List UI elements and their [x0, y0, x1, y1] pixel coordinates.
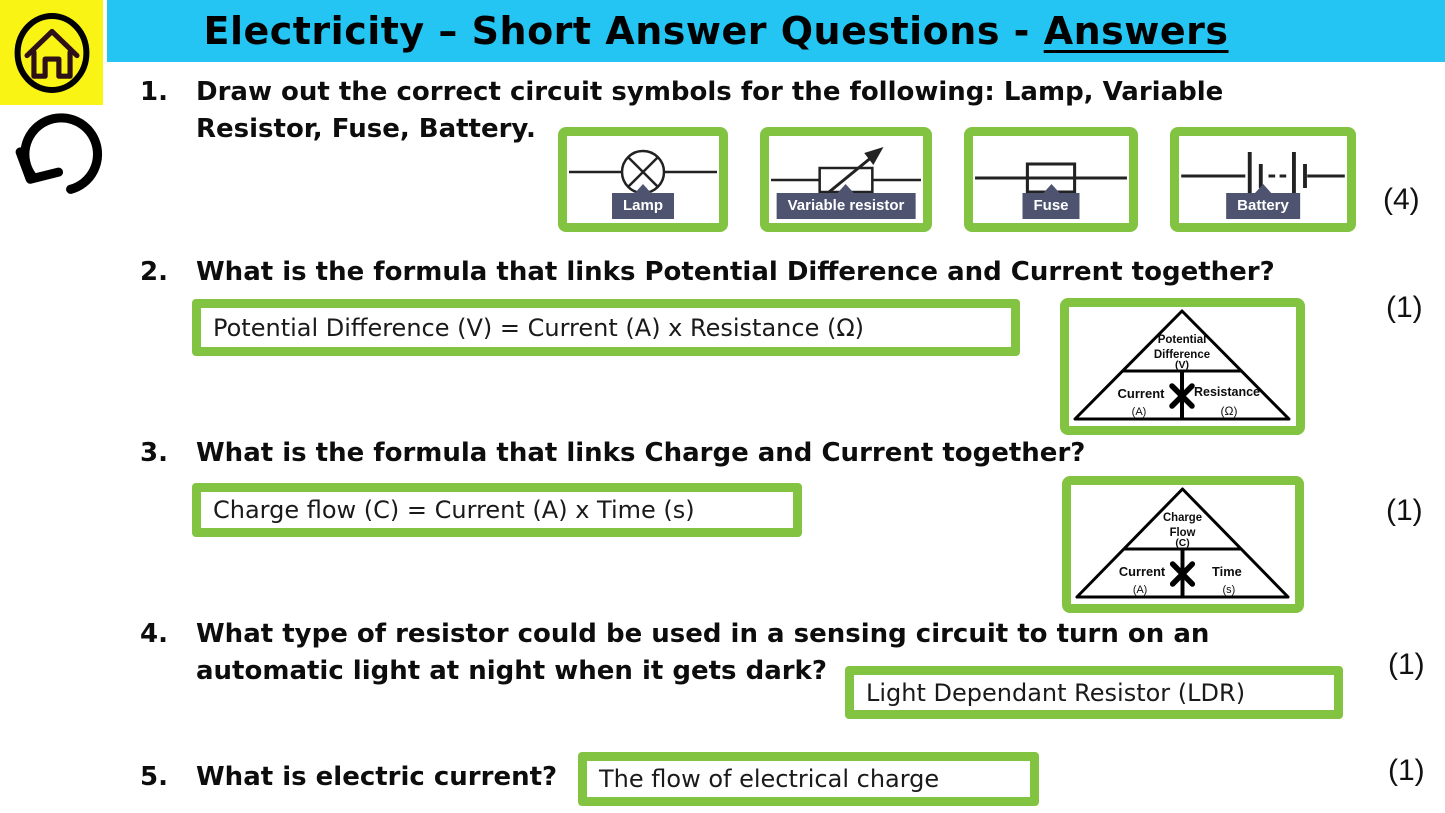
question-4-text: What type of resistor could be used in a…: [196, 616, 1209, 690]
question-4-answer: Light Dependant Resistor (LDR): [866, 678, 1246, 707]
fuse-label: Fuse: [1022, 184, 1080, 219]
question-4-line-2: automatic light at night when it gets da…: [196, 656, 827, 686]
triangle-2-right-unit: (s): [1223, 584, 1236, 596]
question-1-line-1: Draw out the correct circuit symbols for…: [196, 77, 1224, 107]
back-button[interactable]: [6, 108, 112, 204]
question-5-answer: The flow of electrical charge: [599, 765, 940, 793]
home-button[interactable]: [0, 0, 103, 105]
question-1-marks: (4): [1383, 183, 1420, 216]
question-5-answer-box: The flow of electrical charge: [578, 752, 1039, 806]
question-5-marks: (1): [1388, 754, 1425, 787]
question-3-answer: Charge flow (C) = Current (A) x Time (s): [213, 496, 695, 524]
multiply-icon: [1169, 383, 1195, 409]
title-bar: Electricity – Short Answer Questions - A…: [107, 0, 1445, 62]
battery-label: Battery: [1226, 184, 1300, 219]
circuit-symbol-fuse: Fuse: [964, 127, 1138, 232]
multiply-icon: [1169, 561, 1196, 587]
triangle-1-right-unit: (Ω): [1221, 404, 1238, 418]
triangle-2-left: Current: [1119, 564, 1166, 579]
question-1-number: 1.: [140, 77, 168, 107]
lamp-label: Lamp: [611, 184, 675, 219]
formula-triangle-qit-icon: Charge Flow (C) Current (A) Time (s): [1075, 487, 1290, 599]
triangle-1-left-unit: (A): [1132, 406, 1147, 418]
question-1-text: Draw out the correct circuit symbols for…: [196, 74, 1223, 148]
page-title-main: Electricity – Short Answer Questions -: [203, 9, 1044, 53]
triangle-2-right: Time: [1212, 564, 1242, 579]
triangle-1-right: Resistance: [1194, 385, 1260, 399]
question-3-number: 3.: [140, 438, 168, 468]
circuit-symbol-lamp: Lamp: [558, 127, 728, 232]
question-5-text: What is electric current?: [196, 762, 558, 792]
page-title: Electricity – Short Answer Questions - A…: [203, 9, 1348, 53]
triangle-2-top-line-1: Charge: [1163, 512, 1202, 524]
question-2-answer-box: Potential Difference (V) = Current (A) x…: [192, 299, 1020, 356]
triangle-1-top-line-2: Difference: [1154, 349, 1210, 361]
question-2-text: What is the formula that links Potential…: [196, 257, 1275, 287]
question-3-text: What is the formula that links Charge an…: [196, 438, 1086, 468]
question-4-marks: (1): [1388, 648, 1425, 681]
triangle-1-top-unit: (V): [1175, 359, 1189, 371]
question-2-answer: Potential Difference (V) = Current (A) x…: [213, 313, 865, 342]
formula-triangle-qit: Charge Flow (C) Current (A) Time (s): [1062, 476, 1304, 613]
triangle-2-top-line-2: Flow: [1170, 527, 1196, 539]
question-4-line-1: What type of resistor could be used in a…: [196, 619, 1210, 649]
question-3-marks: (1): [1386, 494, 1423, 527]
question-2-marks: (1): [1386, 291, 1423, 324]
triangle-1-top-line-1: Potential: [1158, 334, 1207, 346]
formula-triangle-vir-icon: Potential Difference (V) Current (A) Res…: [1073, 309, 1291, 421]
undo-arrow-icon: [15, 113, 102, 194]
triangle-2-left-unit: (A): [1133, 584, 1147, 596]
triangle-1-left: Current: [1118, 386, 1166, 401]
triangle-2-top-unit: (C): [1175, 538, 1189, 549]
circuit-symbol-variable-resistor: Variable resistor: [760, 127, 932, 232]
question-3-answer-box: Charge flow (C) = Current (A) x Time (s): [192, 483, 802, 537]
circuit-symbol-battery: Battery: [1170, 127, 1356, 232]
lamp-symbol-icon: [569, 149, 717, 195]
question-4-number: 4.: [140, 619, 168, 649]
variable-resistor-label: Variable resistor: [776, 184, 916, 219]
home-icon: [14, 12, 89, 93]
question-1-line-2: Resistor, Fuse, Battery.: [196, 114, 536, 144]
question-2-number: 2.: [140, 257, 168, 287]
question-4-answer-box: Light Dependant Resistor (LDR): [845, 666, 1343, 719]
page-title-answers: Answers: [1043, 9, 1229, 53]
question-5-number: 5.: [140, 762, 168, 792]
formula-triangle-vir: Potential Difference (V) Current (A) Res…: [1060, 298, 1305, 435]
